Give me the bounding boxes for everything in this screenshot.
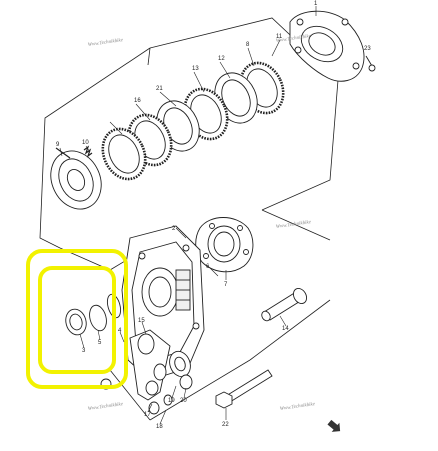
callout-4: 4 <box>118 328 122 334</box>
callout-13: 13 <box>192 66 199 72</box>
callout-1: 1 <box>314 1 318 7</box>
clutch-plates <box>50 61 285 210</box>
callout-21: 21 <box>156 86 163 92</box>
callout-5: 5 <box>98 340 102 346</box>
callout-23: 23 <box>364 46 371 52</box>
cover-plate <box>289 10 365 82</box>
watermarks: Www.Technikbike Www.Technikbike Www.Tech… <box>88 34 317 412</box>
leader-lines <box>59 6 317 425</box>
callout-16: 16 <box>134 98 141 104</box>
callout-numbers: 1 2 3 4 5 6 7 8 9 10 11 12 13 14 15 16 1… <box>56 1 371 430</box>
callout-6: 6 <box>206 264 210 270</box>
callout-22: 22 <box>222 422 229 428</box>
pressure-plate <box>195 217 254 273</box>
highlight-inner-rect[interactable] <box>38 266 116 374</box>
watermark-text: Www.Technikbike <box>276 34 313 44</box>
watermark-text: Www.Technikbike <box>88 38 125 48</box>
seals <box>148 350 193 415</box>
callout-3: 3 <box>82 348 86 354</box>
callout-8: 8 <box>246 42 250 48</box>
watermark-text: Www.Technikbike <box>88 402 125 412</box>
callout-11: 11 <box>276 34 283 40</box>
callout-15: 15 <box>138 318 145 324</box>
callout-14: 14 <box>282 326 289 332</box>
highlight-inner-box[interactable] <box>38 266 116 374</box>
watermark-text: Www.Technikbike <box>276 220 313 230</box>
watermark-text: Www.Technikbike <box>280 402 317 412</box>
callout-10: 10 <box>82 140 89 146</box>
callout-2: 2 <box>172 226 176 232</box>
arrow-icon <box>327 419 341 432</box>
oil-seal-parts <box>65 293 122 390</box>
callout-20: 20 <box>180 398 187 404</box>
callout-9: 9 <box>56 142 60 148</box>
callout-7: 7 <box>224 282 228 288</box>
callout-18: 18 <box>156 424 163 430</box>
callout-12: 12 <box>218 56 225 62</box>
shaft-14 <box>261 288 308 322</box>
callout-17: 17 <box>144 412 151 418</box>
bolt-22 <box>215 369 273 409</box>
bolt-23 <box>365 55 376 72</box>
highlight-outer-box[interactable] <box>26 249 128 389</box>
lever-arm <box>129 329 171 401</box>
callout-19: 19 <box>168 398 175 404</box>
highlight-outer-rect[interactable] <box>26 249 128 389</box>
